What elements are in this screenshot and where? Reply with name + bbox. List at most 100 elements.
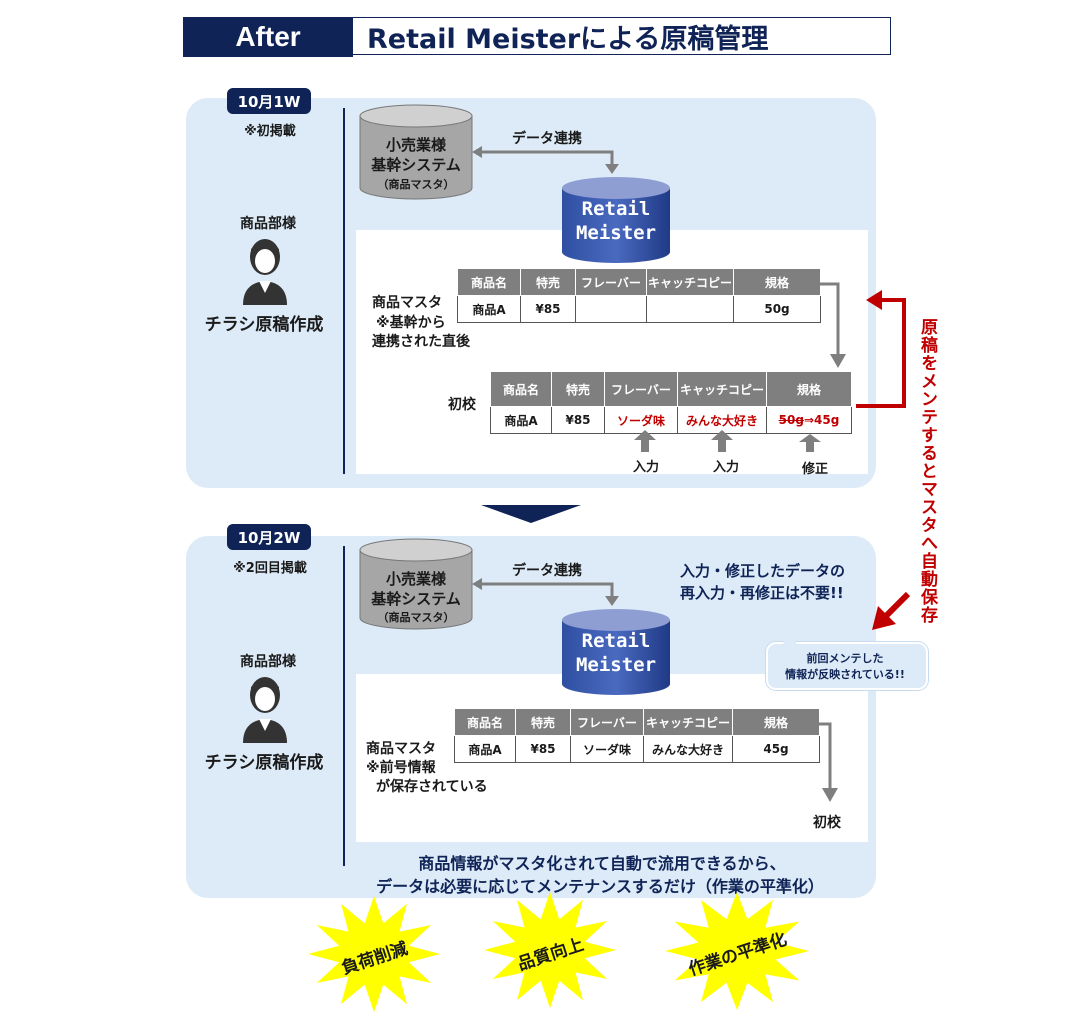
- col-header: キャッチコピー: [677, 371, 767, 407]
- merit-starburst: [484, 891, 616, 1009]
- callout-line1: 入力・修正したデータの: [680, 562, 846, 580]
- col-header: 規格: [733, 268, 821, 296]
- logo-line1: Retail: [581, 198, 651, 220]
- week2-master-label-2: ※前号情報: [366, 760, 436, 776]
- sync-label: データ連携: [512, 563, 582, 579]
- bubble-line1: 前回メンテした: [806, 652, 884, 665]
- cell: 商品A: [457, 295, 521, 323]
- up-arrow-icon: [799, 434, 821, 452]
- cell: 50g⇒45g: [766, 406, 852, 434]
- week1-dept: 商品部様: [240, 216, 296, 232]
- col-header: 特売: [515, 708, 571, 736]
- down-chevron-icon: [481, 505, 581, 523]
- up-arrow-icon: [711, 430, 733, 452]
- week2-note: ※2回目掲載: [233, 561, 307, 576]
- legacy-system-line3: （商品マスタ）: [377, 178, 455, 191]
- new-spec: ⇒45g: [803, 413, 840, 427]
- col-header: 規格: [766, 371, 852, 407]
- col-header: 特売: [520, 268, 576, 296]
- week2-master-label-3: が保存されている: [376, 779, 488, 795]
- week1-master-label-2: ※基幹から: [376, 315, 446, 331]
- logo-line2: Meister: [575, 654, 657, 676]
- red-diagonal-arrow: [872, 591, 911, 630]
- merit-starburst: [308, 895, 440, 1013]
- week2-badge: 10月2W: [227, 524, 311, 550]
- col-header: キャッチコピー: [643, 708, 733, 736]
- side-note: 原稿をメンテするとマスタへ自動保存: [917, 318, 937, 624]
- week2-divider: [343, 546, 345, 866]
- col-header: フレーバー: [604, 371, 678, 407]
- week1-proof-table: 商品名 特売 フレーバー キャッチコピー 規格 商品A ¥85 ソーダ味 みんな…: [490, 371, 852, 434]
- legacy-system-line2: 基幹システム: [371, 156, 461, 174]
- week2-task: チラシ原稿作成: [204, 753, 324, 773]
- week1-divider: [343, 108, 345, 474]
- cell: みんな大好き: [677, 406, 767, 434]
- action-input: 入力: [633, 460, 660, 475]
- cell: ソーダ味: [570, 735, 644, 763]
- cell: ソーダ味: [604, 406, 678, 434]
- cell: みんな大好き: [643, 735, 733, 763]
- legacy-system-line3: （商品マスタ）: [377, 611, 455, 624]
- person-icon: [243, 677, 287, 743]
- week2-proof-label: 初校: [813, 815, 841, 831]
- cell: ¥85: [515, 735, 571, 763]
- week2-master-table: 商品名 特売 フレーバー キャッチコピー 規格 商品A ¥85 ソーダ味 みんな…: [454, 708, 820, 763]
- cell: [575, 295, 647, 323]
- after-label: After: [183, 17, 353, 57]
- bubble-tail: [782, 632, 798, 646]
- legacy-system-line1: 小売業様: [385, 136, 446, 154]
- callout-line2: 再入力・再修正は不要!!: [680, 584, 844, 602]
- save-back-arrow: [856, 290, 906, 408]
- person-icon: [243, 239, 287, 305]
- cell: 商品A: [490, 406, 552, 434]
- legacy-system-line2: 基幹システム: [371, 590, 461, 608]
- flow-arrow: [814, 722, 838, 802]
- up-arrow-icon: [634, 430, 656, 452]
- week2-dept: 商品部様: [240, 654, 296, 670]
- page-title: Retail Meisterによる原稿管理: [353, 17, 891, 55]
- week1-note: ※初掲載: [244, 124, 296, 139]
- week1-inner-area: [356, 230, 868, 474]
- cell: [646, 295, 734, 323]
- retail-meister-db-icon: [562, 177, 670, 263]
- info-bubble: [766, 642, 928, 690]
- bubble-line2: 情報が反映されている!!: [785, 668, 905, 681]
- flow-arrow: [820, 282, 846, 368]
- sync-arrow: [472, 578, 619, 606]
- week1-master-label-1: 商品マスタ: [372, 295, 442, 311]
- cell: 50g: [733, 295, 821, 323]
- action-input: 入力: [713, 460, 740, 475]
- week1-master-table: 商品名 特売 フレーバー キャッチコピー 規格 商品A ¥85 50g: [457, 268, 821, 323]
- cell: 45g: [732, 735, 820, 763]
- summary-line1: 商品情報がマスタ化されて自動で流用できるから、: [418, 854, 786, 873]
- week1-master-label-3: 連携された直後: [372, 334, 470, 350]
- col-header: フレーバー: [570, 708, 644, 736]
- col-header: 商品名: [457, 268, 521, 296]
- table-row: 商品A ¥85 ソーダ味 みんな大好き 50g⇒45g: [490, 406, 852, 434]
- retail-meister-db-icon: [562, 609, 670, 695]
- week1-task: チラシ原稿作成: [204, 315, 324, 335]
- sync-label: データ連携: [512, 131, 582, 147]
- summary-line2: データは必要に応じてメンテナンスするだけ（作業の平準化）: [376, 877, 824, 896]
- table-row: 商品A ¥85 ソーダ味 みんな大好き 45g: [454, 735, 820, 763]
- table-row: 商品A ¥85 50g: [457, 295, 821, 323]
- col-header: 商品名: [490, 371, 552, 407]
- cell: ¥85: [551, 406, 605, 434]
- col-header: キャッチコピー: [646, 268, 734, 296]
- cell: 商品A: [454, 735, 516, 763]
- legacy-db-icon: [359, 538, 473, 630]
- merit-starburst: [665, 892, 809, 1010]
- col-header: 商品名: [454, 708, 516, 736]
- week1-proof-label: 初校: [448, 397, 476, 413]
- legacy-system-line1: 小売業様: [385, 570, 446, 588]
- sync-arrow: [472, 146, 619, 174]
- col-header: 規格: [732, 708, 820, 736]
- action-fix: 修正: [802, 462, 829, 477]
- logo-line2: Meister: [575, 222, 657, 244]
- col-header: 特売: [551, 371, 605, 407]
- week1-badge: 10月1W: [227, 88, 311, 114]
- col-header: フレーバー: [575, 268, 647, 296]
- old-spec: 50g: [778, 413, 804, 427]
- cell: ¥85: [520, 295, 576, 323]
- legacy-db-icon: [359, 104, 473, 200]
